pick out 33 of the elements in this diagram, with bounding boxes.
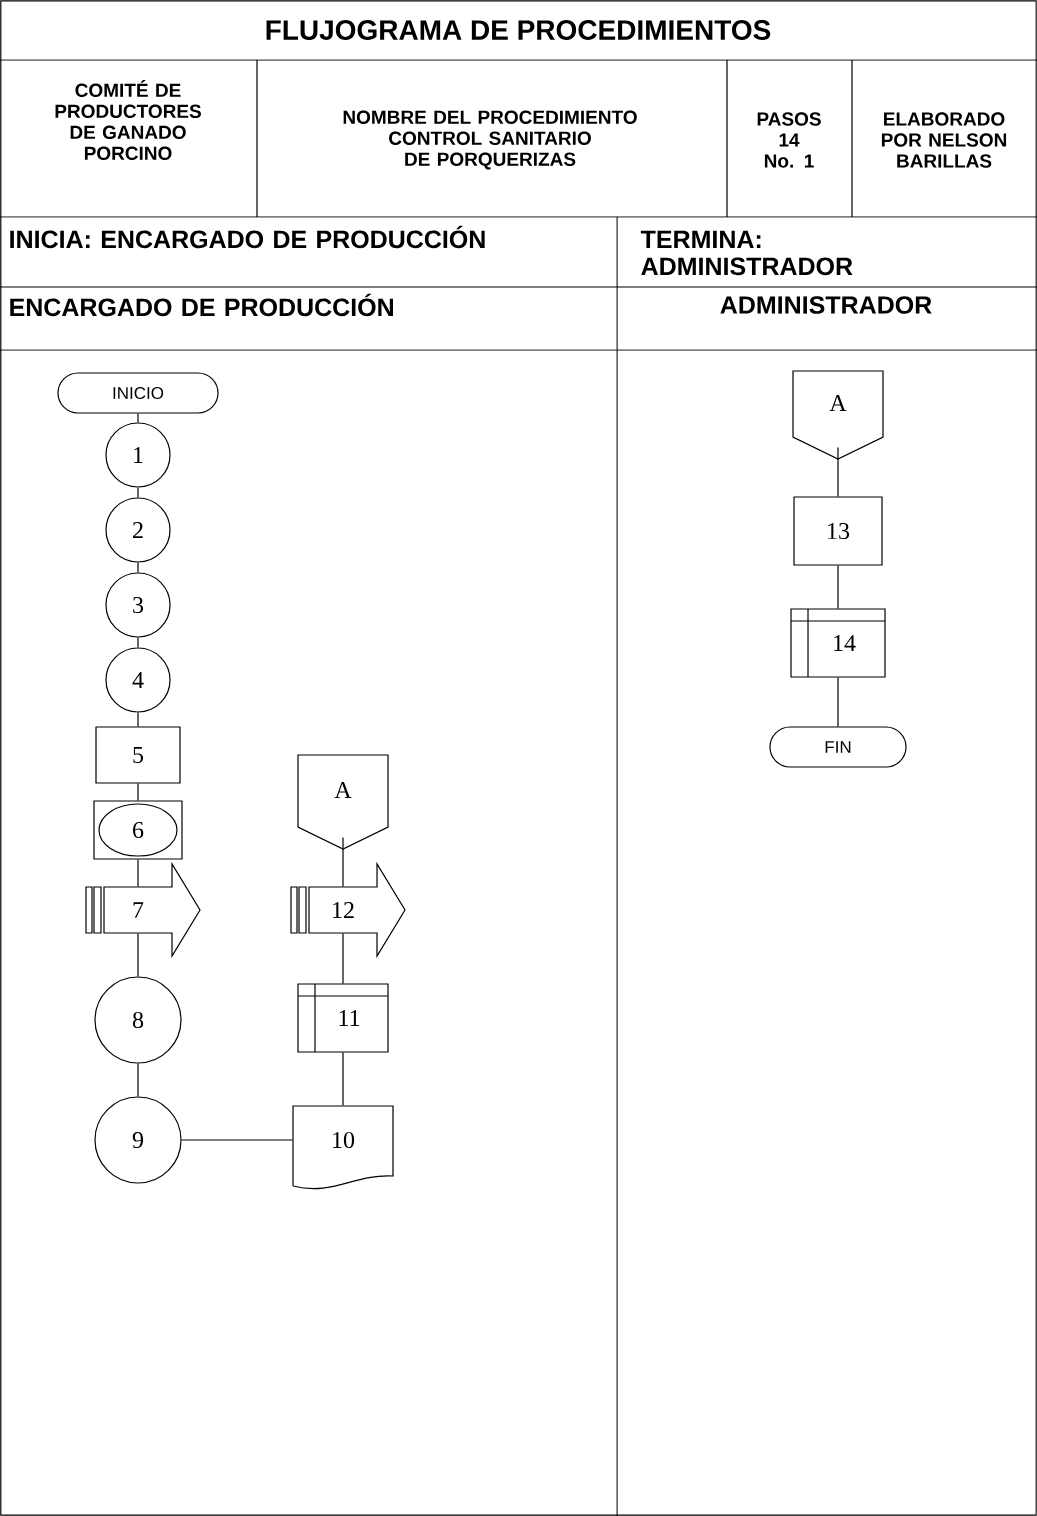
header-text: ELABORADO POR NELSON BARILLAS: [881, 112, 1007, 168]
offpage-connector: A: [792, 370, 884, 460]
lane-header: ADMINISTRADOR: [720, 296, 932, 314]
connector-line: [137, 637, 139, 648]
connector-line: [137, 712, 139, 727]
header-text: INICIA: ENCARGADO DE PRODUCCIÓN: [10, 225, 485, 249]
header-text: NOMBRE DEL PROCEDIMIENTO CONTROL SANITARIO DE PORQUERIZAS: [343, 110, 637, 170]
circle-in-box: 6: [93, 800, 183, 860]
connector-line: [837, 447, 839, 497]
header-text: PASOS 14 No. 1: [757, 112, 821, 168]
connector-line: [137, 933, 139, 977]
connector-line: [137, 1063, 139, 1097]
connector-line: [137, 487, 139, 498]
connector-line: [837, 677, 839, 727]
lane-header: ENCARGADO DE PRODUCCIÓN: [10, 293, 393, 317]
connector-line: [137, 859, 139, 887]
connector-line: [137, 413, 139, 423]
storage-box: 11: [297, 983, 389, 1053]
connector-line: [342, 837, 344, 887]
connector-line: [837, 565, 839, 609]
title: FLUJOGRAMA DE PROCEDIMIENTOS: [266, 20, 771, 40]
process-box: 13: [793, 496, 883, 566]
connector-line: [342, 1052, 344, 1106]
offpage-connector: A: [297, 754, 389, 850]
storage-box: 14: [790, 608, 886, 678]
document-shape: 10: [292, 1105, 394, 1190]
header-text: TERMINA: ADMINISTRADOR: [640, 230, 853, 276]
connector-line: [181, 1139, 293, 1141]
connector-line: [342, 933, 344, 984]
header-text: COMITÉ DE PRODUCTORES DE GANADO PORCINO: [55, 80, 201, 160]
connector-line: [137, 783, 139, 801]
process-box: 5: [95, 726, 181, 784]
connector-line: [137, 562, 139, 573]
